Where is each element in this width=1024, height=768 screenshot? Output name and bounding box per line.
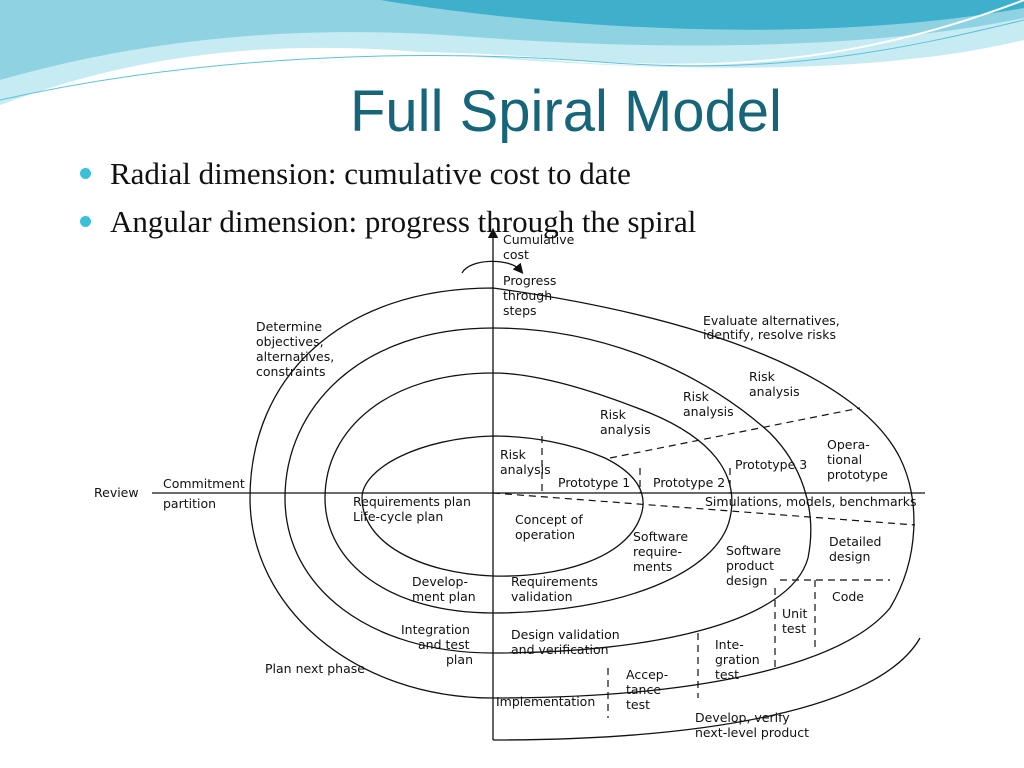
spiral-outer-arc: [492, 637, 921, 741]
slide-title: Full Spiral Model: [350, 79, 782, 144]
label-prototype-1: Prototype 1: [558, 475, 630, 490]
bullet-text: Radial dimension: cumulative cost to dat…: [110, 156, 631, 191]
spiral-turn-4: [249, 287, 915, 699]
bullet-text: Angular dimension: progress through the …: [110, 204, 697, 239]
spiral-turn-1: [361, 435, 644, 577]
spiral-turn-2: [324, 372, 733, 614]
label-code: Code: [832, 589, 864, 604]
background-waves: [0, 0, 1024, 111]
label-prototype-3: Prototype 3: [735, 457, 807, 472]
label-implementation: Implementation: [496, 694, 595, 709]
label-partition: partition: [163, 496, 216, 511]
progress-rotation-arrow-icon: [461, 260, 524, 274]
label-review: Review: [94, 485, 139, 500]
bullet-radial: Radial dimension: cumulative cost to dat…: [80, 150, 696, 198]
label-development-plan: Develop-ment plan: [412, 574, 476, 604]
label-commitment: Commitment: [163, 476, 245, 491]
label-plan-next-phase: Plan next phase: [265, 661, 365, 676]
spiral-turn-3: [284, 327, 812, 654]
bullet-dot-icon: [80, 216, 91, 227]
bullet-dot-icon: [80, 168, 91, 179]
label-evaluate-alternatives: Evaluate alternatives,identify, resolve …: [703, 313, 840, 342]
label-prototype-2: Prototype 2: [653, 475, 725, 490]
bullet-angular: Angular dimension: progress through the …: [80, 198, 696, 246]
dashed-simulations-line: [492, 492, 916, 526]
label-simulations: Simulations, models, benchmarks: [705, 494, 917, 509]
dashed-risk-line-2: [609, 407, 861, 459]
bullet-list: Radial dimension: cumulative cost to dat…: [80, 150, 696, 246]
